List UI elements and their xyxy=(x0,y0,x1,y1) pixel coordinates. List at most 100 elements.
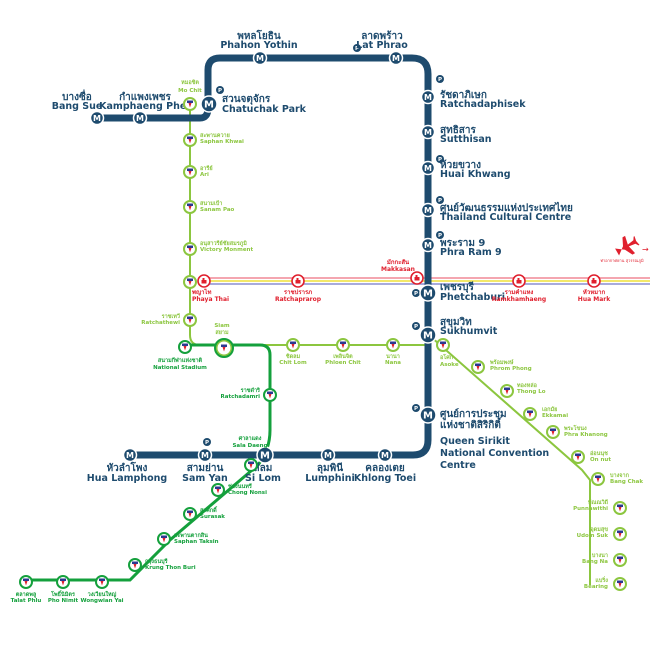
bts-station-marker[interactable] xyxy=(95,575,109,589)
arl-logo-icon xyxy=(201,280,207,284)
bts-station-marker[interactable] xyxy=(183,133,197,147)
airport-label: ท่าอากาศยาน สุวรรณภูมิ xyxy=(600,258,644,264)
bts-station-marker[interactable] xyxy=(183,97,197,111)
arl-station-name-en: Phaya Thai xyxy=(192,296,229,303)
mrt-station-marker[interactable]: M xyxy=(200,95,218,113)
bts-station-marker[interactable] xyxy=(128,558,142,572)
mrt-station-name-th: แห่งชาติสิริกิติ์ xyxy=(440,417,502,431)
bts-silom-station-name-th: สะพานตากสิน xyxy=(174,532,208,539)
bts-logo-icon xyxy=(187,136,193,139)
bts-station-marker[interactable] xyxy=(183,165,197,179)
bts-silom-line xyxy=(30,343,272,582)
mrt-station-name-en: Lat Phrao xyxy=(356,40,408,51)
mrt-station-marker[interactable]: M xyxy=(419,406,437,424)
bts-silom-station-name-en: Chong Nonsi xyxy=(228,490,267,496)
mrt-station-marker[interactable]: M xyxy=(122,447,138,463)
bts-station-marker[interactable] xyxy=(178,340,192,354)
mrt-icon: M xyxy=(260,451,270,462)
bts-station-marker[interactable] xyxy=(183,200,197,214)
bts-station-marker[interactable] xyxy=(613,577,627,591)
mrt-station-marker[interactable]: M xyxy=(197,447,213,463)
mrt-station-name-en: Khlong Toei xyxy=(354,473,416,484)
bts-station-name-th: สะพานควาย xyxy=(200,132,230,139)
bts-logo-icon xyxy=(527,410,533,413)
bts-station-marker[interactable] xyxy=(183,242,197,256)
bts-station-marker[interactable] xyxy=(157,532,171,546)
mrt-station-marker[interactable]: M xyxy=(419,326,437,344)
bts-station-name-th: บางนา xyxy=(592,552,608,559)
parking-icon: P xyxy=(203,438,211,446)
bts-station-name-en: Sanam Pao xyxy=(200,207,235,213)
bts-station-marker[interactable] xyxy=(56,575,70,589)
arl-station-name-en: Makkasan xyxy=(381,266,415,273)
parking-icon: P xyxy=(436,196,444,204)
bts-logo-icon xyxy=(187,100,193,103)
bts-station-marker[interactable] xyxy=(19,575,33,589)
parking-icon: P xyxy=(412,289,420,297)
arl-station-name-en: Ramkhamhaeng xyxy=(492,296,546,303)
mrt-icon: M xyxy=(126,451,134,460)
bts-station-name-th: พร้อมพงษ์ xyxy=(489,358,514,366)
mrt-station-marker[interactable]: M xyxy=(420,89,436,105)
bts-logo-icon xyxy=(215,486,221,489)
mrt-station-marker[interactable]: M xyxy=(132,110,148,126)
bts-station-marker[interactable] xyxy=(523,407,537,421)
bts-station-marker[interactable] xyxy=(183,275,197,289)
mrt-station-name-th: สุขุมวิท xyxy=(440,316,472,328)
bts-station-name-en: Thong Lo xyxy=(517,389,546,395)
bts-station-marker[interactable] xyxy=(244,458,258,472)
bts-station-name-th: เพลินจิต xyxy=(333,353,353,360)
arl-station-marker[interactable] xyxy=(291,274,305,288)
mrt-icon: M xyxy=(423,331,433,342)
bts-station-marker[interactable] xyxy=(546,425,560,439)
mrt-station-marker[interactable]: M xyxy=(377,447,393,463)
bts-station-marker[interactable] xyxy=(613,527,627,541)
mrt-station-name-en: Lumphini xyxy=(305,473,355,484)
mrt-station-marker[interactable]: M xyxy=(256,446,274,464)
bts-station-marker[interactable] xyxy=(500,384,514,398)
bts-station-name-en: Bang Na xyxy=(582,559,608,565)
bts-logo-icon xyxy=(161,535,167,538)
mrt-station-marker[interactable]: M xyxy=(388,50,404,66)
mrt-station-marker[interactable]: M xyxy=(420,124,436,140)
bts-station-marker[interactable] xyxy=(215,339,233,357)
bts-station-marker[interactable] xyxy=(436,338,450,352)
mrt-station-marker[interactable]: M xyxy=(252,50,268,66)
mrt-station-name-th: คลองเตย xyxy=(365,463,405,474)
bts-station-marker[interactable] xyxy=(613,553,627,567)
bts-logo-icon xyxy=(390,341,396,344)
bts-silom-station-name-th: โพธิ์นิมิตร xyxy=(50,590,75,598)
bts-station-name-en: Ratchathewi xyxy=(141,320,180,326)
mrt-station-marker[interactable]: M xyxy=(419,284,437,302)
mrt-icon: M xyxy=(423,289,433,300)
bts-station-marker[interactable] xyxy=(183,313,197,327)
arl-station-marker[interactable] xyxy=(410,271,424,285)
bts-station-marker[interactable] xyxy=(286,338,300,352)
arl-station-marker[interactable] xyxy=(587,274,601,288)
bts-station-marker[interactable] xyxy=(571,450,585,464)
mrt-station-name-th: ลุมพินี xyxy=(317,462,343,474)
arl-station-marker[interactable] xyxy=(512,274,526,288)
arl-station-marker[interactable] xyxy=(197,274,211,288)
bts-logo-icon xyxy=(617,504,623,507)
bts-station-name-th: สยาม xyxy=(215,329,229,336)
bts-station-marker[interactable] xyxy=(183,507,197,521)
mrt-station-marker[interactable]: M xyxy=(420,160,436,176)
bts-station-marker[interactable] xyxy=(263,388,277,402)
bts-logo-icon xyxy=(617,580,623,583)
bts-station-marker[interactable] xyxy=(336,338,350,352)
bts-station-name-en: Punnawithi xyxy=(573,506,608,512)
bts-silom-station-name-en: Ratchadamri xyxy=(221,394,261,400)
bts-station-marker[interactable] xyxy=(591,472,605,486)
mrt-station-marker[interactable]: M xyxy=(420,202,436,218)
bts-station-marker[interactable] xyxy=(613,501,627,515)
arl-logo-icon xyxy=(516,280,522,284)
bts-logo-icon xyxy=(187,203,193,206)
svg-text:P: P xyxy=(414,406,418,412)
bts-station-marker[interactable] xyxy=(211,483,225,497)
bts-station-marker[interactable] xyxy=(386,338,400,352)
mrt-station-marker[interactable]: M xyxy=(420,237,436,253)
bts-station-marker[interactable] xyxy=(471,360,485,374)
mrt-station-marker[interactable]: M xyxy=(320,447,336,463)
mrt-station-marker[interactable]: M xyxy=(89,110,105,126)
